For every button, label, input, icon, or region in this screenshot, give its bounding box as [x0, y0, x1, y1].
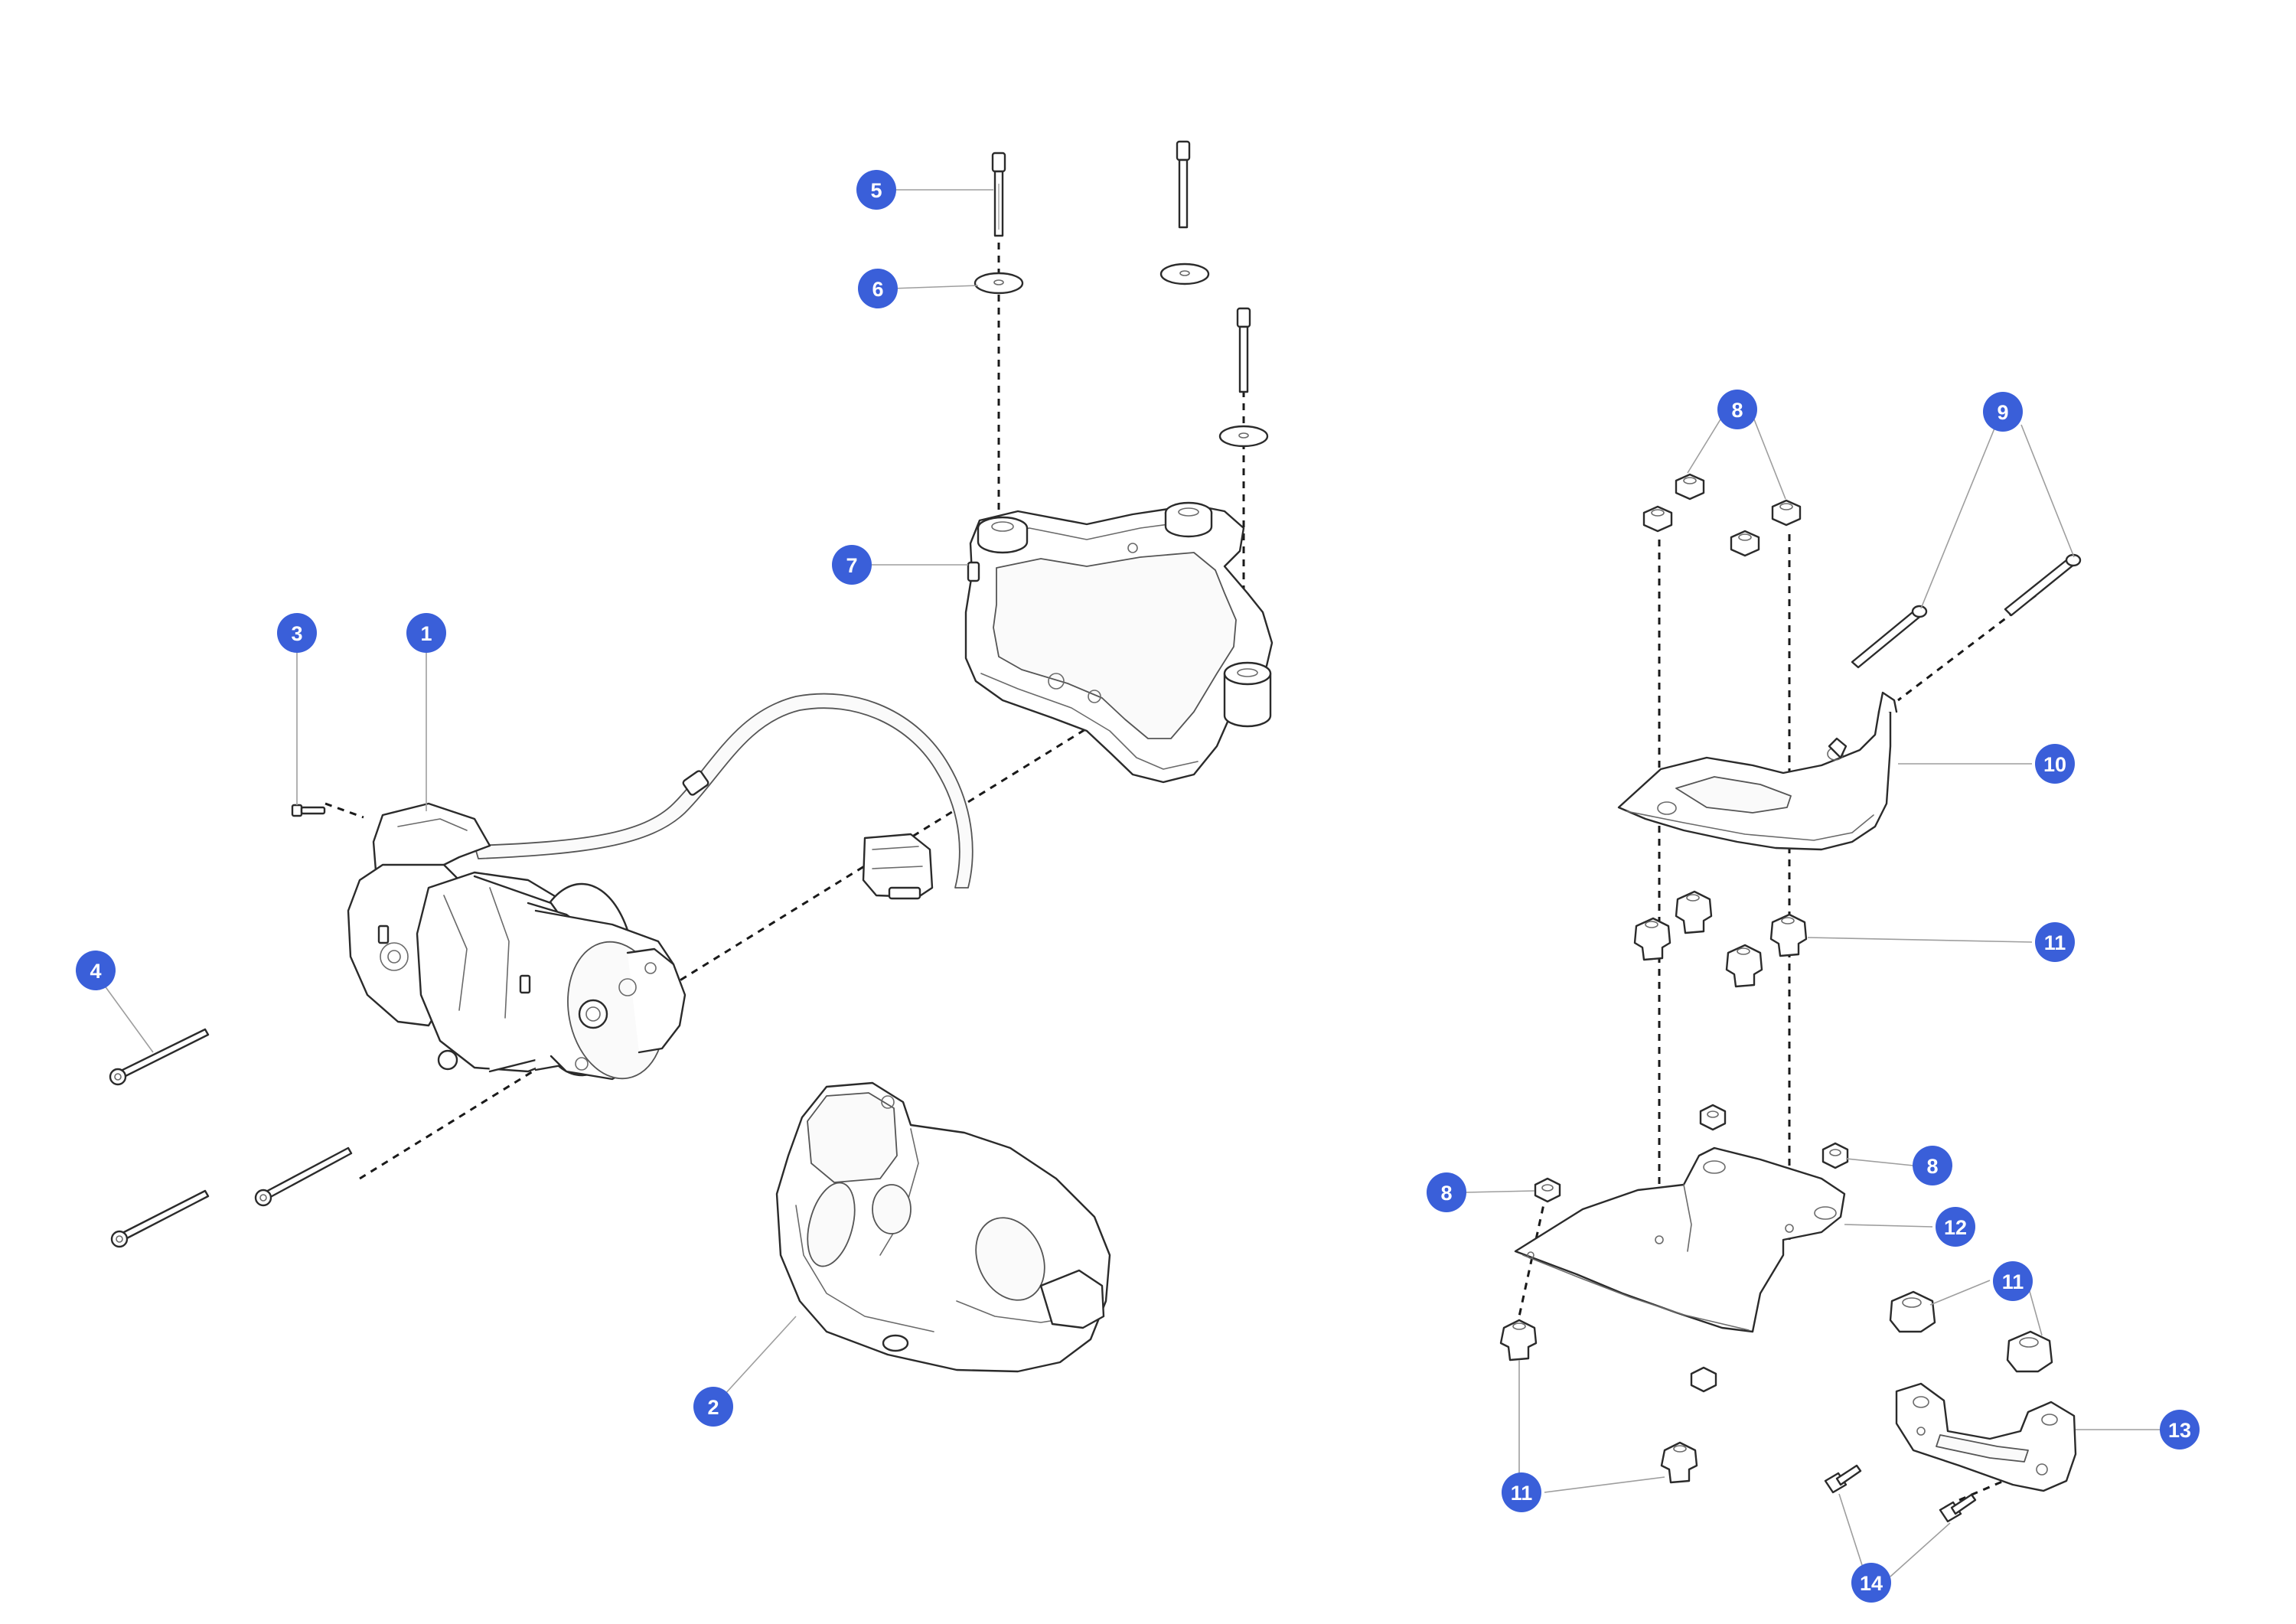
callout-bubble — [1851, 1563, 1891, 1603]
callout-bubble — [76, 951, 116, 990]
callout-label: 3 — [291, 622, 302, 645]
callout-bubble — [832, 545, 872, 585]
long-bolt-part-4c — [254, 1146, 353, 1207]
base-plate-part-12 — [1514, 1146, 1846, 1333]
bolt-part-5b — [1176, 140, 1191, 229]
callout-bubble — [858, 269, 898, 308]
callout-label: 12 — [1944, 1216, 1967, 1239]
nut-part-8 — [1642, 473, 1802, 557]
long-bolt-part-4 — [109, 1028, 210, 1086]
callout-14: 14 — [1851, 1563, 1891, 1603]
callout-3: 3 — [277, 613, 317, 653]
callout-12: 12 — [1936, 1207, 1975, 1247]
callout-bubble — [1983, 392, 2023, 432]
callout-bubble — [1993, 1261, 2033, 1301]
callout-label: 4 — [90, 960, 101, 983]
callout-layer: 1 2 3 4 5 6 7 8 — [76, 170, 2200, 1603]
electrical-harness — [474, 693, 974, 900]
callout-bubble — [2035, 922, 2075, 962]
callout-6: 6 — [858, 269, 898, 308]
screw-part-3 — [291, 804, 326, 817]
callout-label: 2 — [707, 1396, 719, 1419]
callout-9: 9 — [1983, 392, 2023, 432]
callout-label: 8 — [1926, 1155, 1938, 1178]
mounting-frame-part-7 — [964, 501, 1274, 784]
callout-11-bottom: 11 — [1502, 1472, 1541, 1512]
callout-bubble — [1936, 1207, 1975, 1247]
washer-part-6c — [1218, 425, 1269, 448]
bolt-part-5c — [1236, 307, 1251, 393]
callout-13: 13 — [2160, 1410, 2200, 1450]
callout-bubble — [1913, 1146, 1952, 1185]
callout-bubble — [277, 613, 317, 653]
callout-4: 4 — [76, 951, 116, 990]
callout-bubble — [406, 613, 446, 653]
callout-bubble — [2035, 744, 2075, 784]
callout-8-right: 8 — [1913, 1146, 1952, 1185]
pin-part-9 — [1851, 553, 2082, 669]
assembly-axes — [325, 230, 2040, 1502]
bolt-part-5 — [991, 152, 1006, 237]
lower-bracket-part-13 — [1895, 1382, 2077, 1492]
callout-7: 7 — [832, 545, 872, 585]
callout-bubble — [856, 170, 896, 210]
callout-label: 14 — [1860, 1572, 1883, 1595]
compressor-part-1 — [347, 802, 687, 1081]
washer-part-6 — [974, 272, 1024, 295]
callout-label: 13 — [2168, 1419, 2191, 1442]
leader-lines — [97, 189, 2166, 1577]
nut-part-8b — [1534, 1104, 1849, 1393]
callout-5: 5 — [856, 170, 896, 210]
callout-11-middle: 11 — [2035, 922, 2075, 962]
callout-bubble — [693, 1387, 733, 1427]
callout-label: 10 — [2043, 753, 2066, 776]
callout-bubble — [1427, 1172, 1466, 1212]
callout-bubble — [1502, 1472, 1541, 1512]
callout-label: 1 — [420, 622, 432, 645]
callout-bubble — [2160, 1410, 2200, 1450]
callout-1: 1 — [406, 613, 446, 653]
isolator-part-11 — [1633, 890, 1808, 988]
compressor-cover-part-2 — [775, 1081, 1111, 1373]
callout-2: 2 — [693, 1387, 733, 1427]
callout-8-top: 8 — [1717, 390, 1757, 429]
callout-label: 11 — [2044, 931, 2066, 954]
flange-bolt-part-14 — [1824, 1464, 1977, 1523]
callout-bubble — [1717, 390, 1757, 429]
upper-bracket-part-10 — [1617, 691, 1898, 851]
isolator-part-11c — [1889, 1290, 2053, 1373]
callout-label: 5 — [870, 179, 882, 202]
long-bolt-part-4b — [110, 1189, 210, 1248]
isolator-part-11b — [1499, 1319, 1698, 1484]
callout-label: 7 — [846, 554, 857, 577]
callout-label: 6 — [872, 278, 883, 301]
callout-label: 11 — [1511, 1482, 1533, 1505]
callout-label: 11 — [2002, 1270, 2024, 1293]
callout-label: 8 — [1440, 1182, 1452, 1205]
callout-label: 8 — [1731, 399, 1743, 422]
callout-8-left: 8 — [1427, 1172, 1466, 1212]
callout-11-right: 11 — [1993, 1261, 2033, 1301]
washer-part-6b — [1159, 263, 1210, 285]
callout-10: 10 — [2035, 744, 2075, 784]
callout-label: 9 — [1997, 401, 2008, 424]
